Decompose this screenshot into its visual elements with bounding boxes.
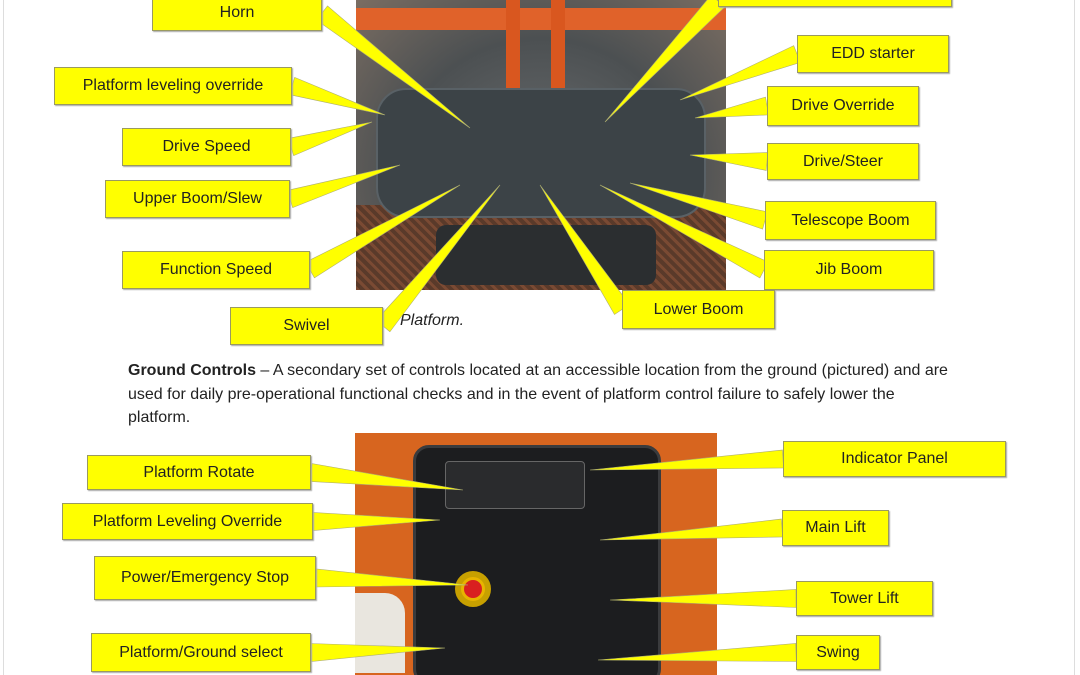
- callout-horn: Horn: [152, 0, 322, 31]
- callout-pointer: [312, 512, 441, 531]
- callout-indicator-panel: Indicator Panel: [783, 441, 1006, 477]
- callout-pointer: [316, 5, 471, 129]
- ground-controls-photo: [355, 433, 717, 675]
- callout-drive-override: Drive Override: [767, 86, 919, 126]
- callout-swivel: Swivel: [230, 307, 383, 345]
- platform-controls-photo: [356, 0, 726, 290]
- description: – A secondary set of controls located at…: [128, 362, 948, 426]
- callout-telescope-boom: Telescope Boom: [765, 201, 936, 240]
- callout-pointer: [305, 184, 461, 279]
- ground-controls-paragraph: Ground Controls – A secondary set of con…: [128, 359, 948, 430]
- callout-pointer: [609, 589, 797, 608]
- callout-platform-leveling-override: Platform Leveling Override: [62, 503, 313, 540]
- callout-jib-boom: Jib Boom: [764, 250, 934, 290]
- callout-upper-boom-slew: Upper Boom/Slew: [105, 180, 290, 218]
- callout-platform-leveling-override: Platform leveling override: [54, 67, 292, 105]
- callout-top-right: [718, 0, 952, 7]
- callout-pointer: [689, 152, 769, 171]
- callout-pointer: [375, 184, 501, 333]
- callout-function-speed: Function Speed: [122, 251, 310, 289]
- callout-edd-starter: EDD starter: [797, 35, 949, 73]
- callout-drive-speed: Drive Speed: [122, 128, 291, 166]
- callout-drive-steer: Drive/Steer: [767, 143, 919, 180]
- callout-pointer: [287, 121, 373, 157]
- callout-main-lift: Main Lift: [782, 510, 889, 546]
- callout-platform-rotate: Platform Rotate: [87, 455, 311, 490]
- callout-pointer: [310, 643, 446, 662]
- figure-caption: Platform.: [400, 312, 465, 329]
- callout-pointer: [315, 568, 469, 588]
- callout-power-emergency-stop: Power/Emergency Stop: [94, 556, 316, 600]
- callout-pointer: [599, 518, 783, 541]
- term: Ground Controls: [128, 362, 256, 379]
- callout-pointer: [629, 182, 768, 230]
- callout-pointer: [309, 463, 464, 491]
- callout-pointer: [539, 184, 630, 315]
- callout-lower-boom: Lower Boom: [622, 290, 775, 329]
- callout-tower-lift: Tower Lift: [796, 581, 933, 616]
- callout-platform-ground-select: Platform/Ground select: [91, 633, 311, 672]
- document-page: [3, 0, 1075, 675]
- callout-pointer: [288, 77, 386, 116]
- callout-pointer: [604, 0, 726, 123]
- callout-pointer: [589, 449, 784, 471]
- callout-pointer: [597, 643, 797, 662]
- callout-pointer: [286, 164, 401, 208]
- callout-swing: Swing: [796, 635, 880, 670]
- callout-pointer: [694, 96, 769, 119]
